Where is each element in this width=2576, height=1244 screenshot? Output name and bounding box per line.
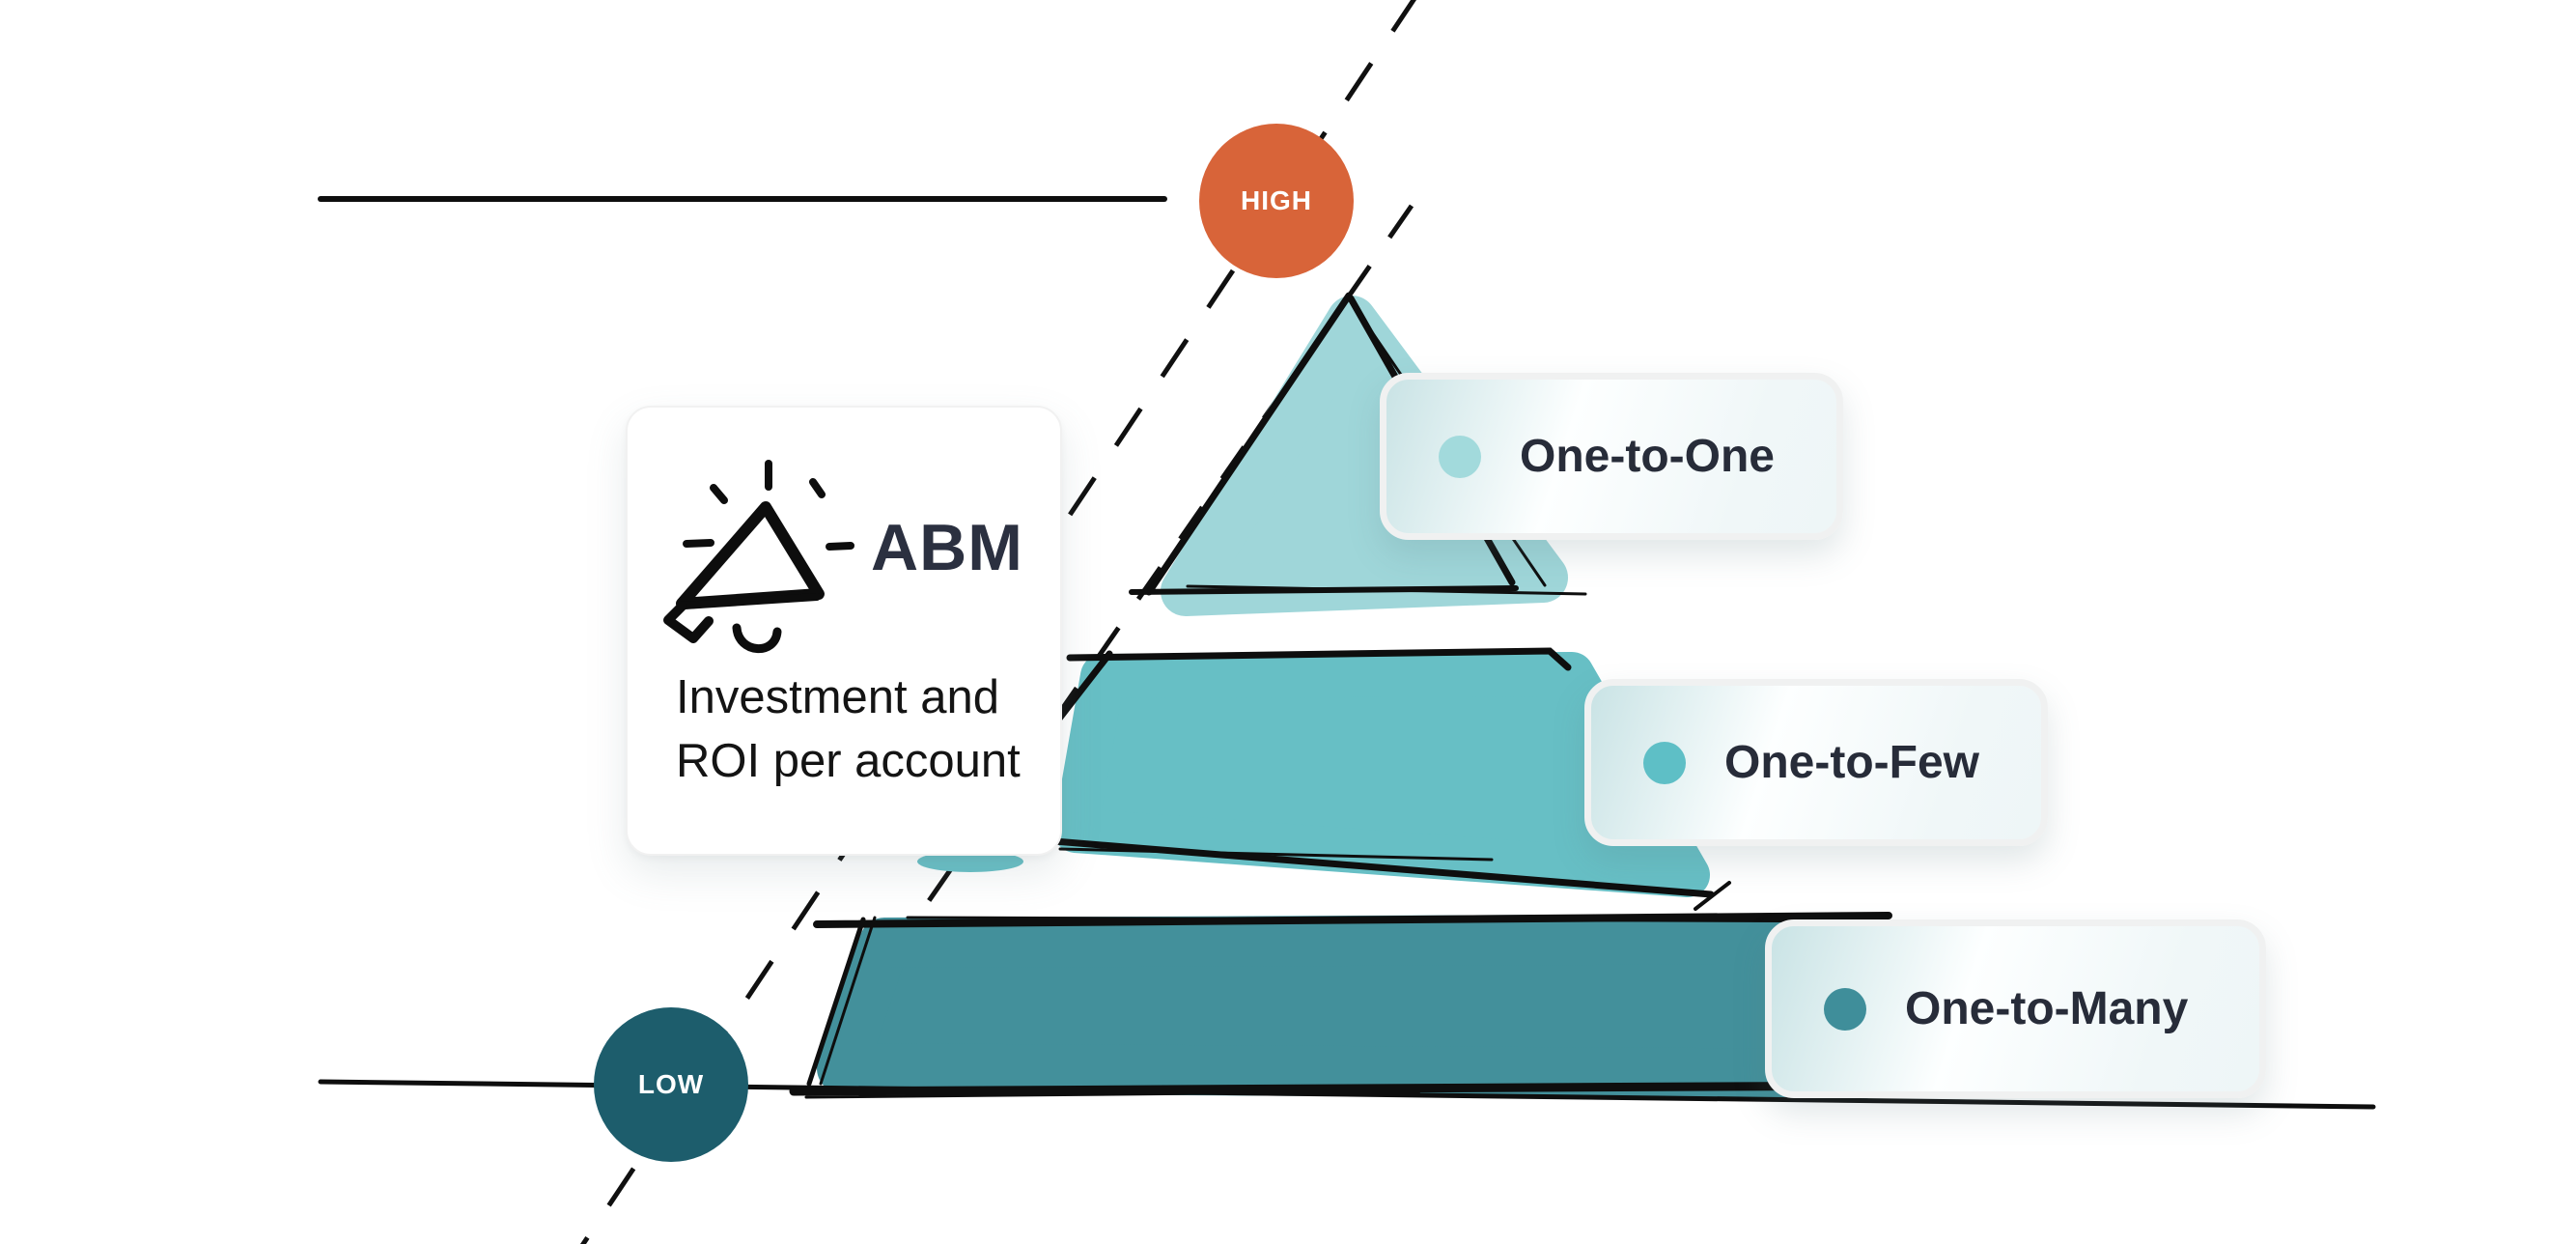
megaphone-icon [663,460,854,653]
tier-label-text: One-to-One [1520,431,1775,482]
tier-three-top-line-echo [906,916,1892,923]
tier-label-one-to-many: One-to-Many [1765,919,2266,1098]
tier-one-dot-icon [1439,435,1481,478]
triangle-left-edge [1145,292,1353,596]
triangle-base-line-echo [1186,584,1587,596]
tier-two-bottom-hook [1694,881,1731,911]
high-badge: HIGH [1199,124,1354,278]
tier-three-dot-icon [1824,987,1866,1031]
tier-label-text: One-to-Few [1724,737,1979,788]
bottom-axis-line-echo [804,1089,1421,1099]
card-title: ABM [871,511,1023,584]
tier-one-to-few-shape [1053,652,1710,897]
tier-label-one-to-one: One-to-One [1380,373,1843,540]
tier-two-top-line [1066,647,1572,671]
tier-label-one-to-few: One-to-Few [1584,679,2048,846]
tier-two-left-edge [1055,650,1113,722]
low-badge-label: LOW [637,1069,705,1099]
tier-two-paint-smudge [917,851,1023,872]
low-badge: LOW [594,1007,748,1162]
tier-one-to-many-shape [817,914,1887,1099]
high-badge-label: HIGH [1241,185,1312,215]
tier-two-bottom-line-echo [1058,847,1494,862]
tier-three-left-edge-echo [819,916,877,1086]
tier-two-dot-icon [1643,741,1686,784]
abm-info-card: ABM Investment and ROI per account [626,406,1062,856]
tier-three-left-edge [806,917,866,1087]
bottom-axis-line-thick [789,1081,1905,1096]
card-description: Investment and ROI per account [676,671,1021,787]
tier-label-text: One-to-Many [1905,983,2189,1034]
